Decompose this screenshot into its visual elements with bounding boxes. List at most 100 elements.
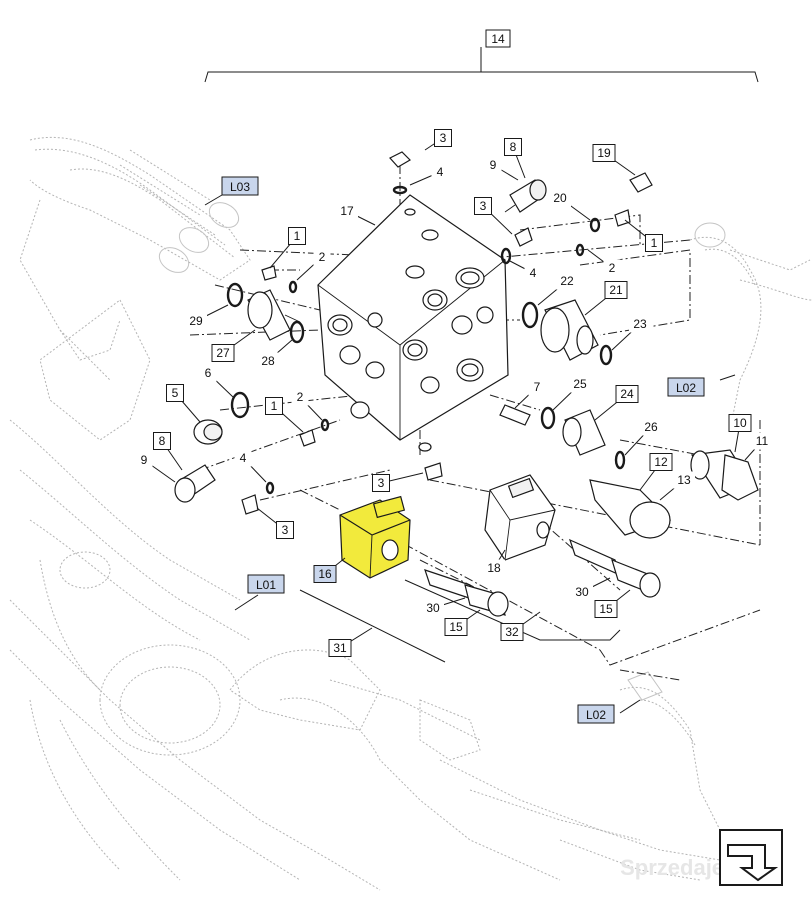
callout-mask (234, 449, 252, 467)
callout-21: 21 (584, 281, 628, 316)
callout-number: 8 (159, 434, 166, 448)
callout-2: 2 (291, 388, 323, 421)
callout-number: 30 (575, 585, 589, 599)
callout-30: 30 (422, 597, 466, 617)
callout-number: 1 (651, 236, 658, 250)
callout-mask (549, 189, 571, 207)
callout-1: 1 (269, 227, 306, 269)
callout-19: 19 (592, 144, 636, 176)
callout-box (313, 565, 337, 583)
callout-box (474, 197, 492, 215)
callout-9: 9 (484, 156, 519, 181)
callout-box (500, 623, 524, 641)
callout-23: 23 (611, 315, 651, 351)
callout-number: 6 (205, 366, 212, 380)
callout-box (372, 474, 390, 492)
callout-28: 28 (257, 339, 293, 370)
callout-number: 11 (756, 434, 769, 448)
callout-8: 8 (153, 432, 183, 471)
callout-box (444, 618, 468, 636)
callout-box (434, 129, 452, 147)
callout-mask (524, 264, 542, 282)
callout-mask (336, 202, 358, 220)
callout-13: 13 (659, 471, 695, 501)
group-label: 14 (491, 32, 505, 46)
callout-26: 26 (624, 418, 662, 456)
callout-number: 2 (609, 261, 616, 275)
next-page-icon (719, 829, 783, 886)
callout-number: 4 (437, 165, 444, 179)
group-bracket: 14 (204, 29, 759, 83)
callout-24: 24 (594, 385, 639, 421)
callout-17: 17 (336, 202, 376, 226)
callout-mask (313, 248, 331, 266)
ref-l03: L03 (230, 180, 250, 194)
callout-2: 2 (296, 248, 331, 281)
callout-22: 22 (537, 272, 578, 306)
callout-mask (484, 156, 502, 174)
callout-15: 15 (594, 589, 631, 618)
callout-6: 6 (199, 364, 234, 398)
callout-box (594, 600, 618, 618)
callout-mask (199, 364, 217, 382)
callout-number: 20 (553, 191, 567, 205)
callout-mask (629, 315, 651, 333)
callout-mask (528, 378, 546, 396)
callout-3: 3 (372, 472, 424, 492)
callout-31: 31 (328, 627, 373, 657)
callout-7: 7 (514, 378, 546, 409)
callout-number: 7 (534, 380, 541, 394)
callout-25: 25 (552, 375, 591, 411)
callout-mask (751, 432, 773, 450)
callout-number: 15 (599, 602, 613, 616)
callout-mask (556, 272, 578, 290)
callout-box (153, 432, 171, 450)
ref-l02-lower: L02 (586, 708, 606, 722)
callout-number: 8 (510, 140, 517, 154)
callout-number: 2 (319, 250, 326, 264)
callout-30: 30 (571, 577, 611, 601)
callout-number: 19 (597, 146, 611, 160)
callout-4: 4 (234, 449, 267, 483)
callout-20: 20 (549, 189, 591, 221)
callout-mask (673, 471, 695, 489)
callout-box (728, 414, 752, 432)
callout-number: 26 (644, 420, 658, 434)
valve-block (317, 194, 509, 441)
reference-boxes: L03 L01 L02 L02 (204, 176, 736, 724)
callout-4: 4 (409, 163, 449, 186)
highlighted-solenoid-coil (339, 495, 411, 579)
callout-number: 15 (449, 620, 463, 634)
callout-number: 13 (677, 473, 691, 487)
callout-box (504, 138, 522, 156)
callout-box (276, 521, 294, 539)
tractor-frame-background (9, 136, 812, 891)
callout-mask (483, 559, 505, 577)
callout-number: 3 (282, 523, 289, 537)
callout-mask (291, 388, 309, 406)
callout-9: 9 (135, 451, 176, 483)
callout-box (592, 144, 616, 162)
callout-3: 3 (474, 197, 513, 235)
callout-number: 17 (340, 204, 354, 218)
callout-number: 5 (172, 386, 179, 400)
callout-29: 29 (185, 304, 229, 330)
callout-number: 24 (620, 387, 634, 401)
callout-11: 11 (744, 432, 773, 461)
callout-mask (603, 259, 621, 277)
callout-number: 29 (189, 314, 203, 328)
callout-box (211, 344, 235, 362)
callout-mask (422, 599, 444, 617)
callout-number: 31 (333, 641, 347, 655)
callout-number: 3 (378, 476, 385, 490)
callout-number: 28 (261, 354, 275, 368)
callout-number: 10 (733, 416, 747, 430)
callout-number: 21 (609, 283, 623, 297)
callout-15: 15 (444, 609, 481, 636)
callout-mask (135, 451, 153, 469)
callout-number: 22 (560, 274, 574, 288)
callout-mask (571, 583, 593, 601)
callout-number: 18 (487, 561, 501, 575)
